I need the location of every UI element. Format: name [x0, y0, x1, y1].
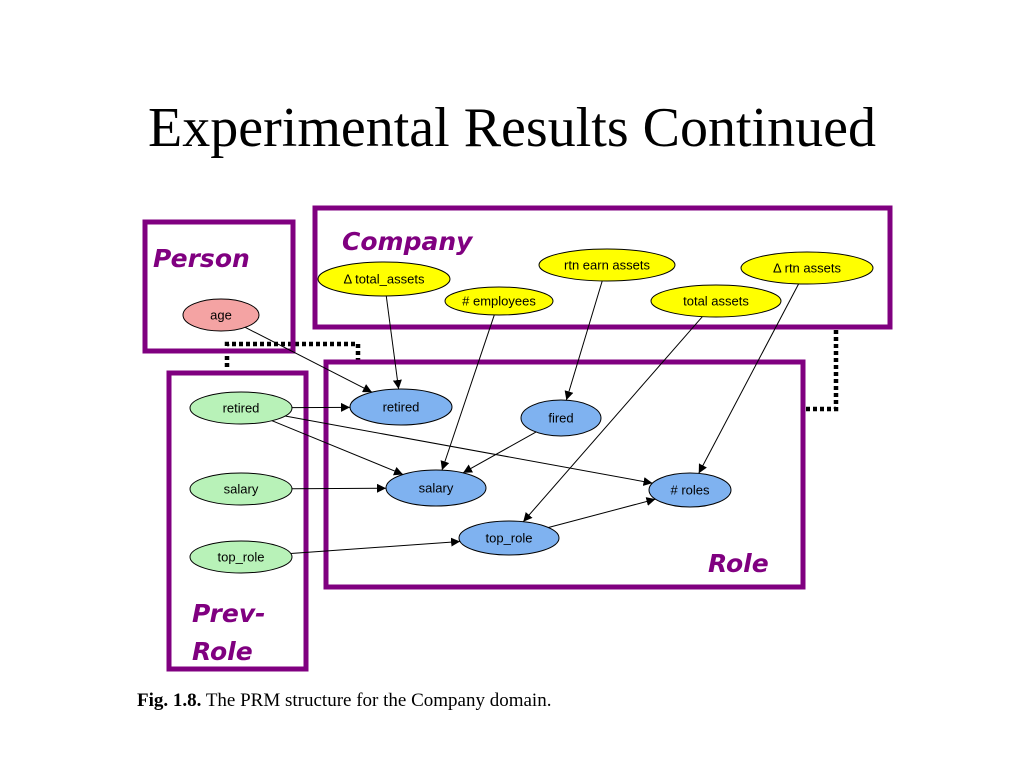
- node-ellipse: [385, 469, 487, 507]
- node-label: Δ total_assets: [344, 272, 425, 287]
- node-label: # roles: [670, 483, 710, 498]
- node-label: rtn earn assets: [564, 258, 650, 273]
- slide-title: Experimental Results Continued: [148, 97, 876, 159]
- node-c-rtn-earn: rtn earn assets: [538, 248, 676, 282]
- node-label: retired: [383, 400, 420, 415]
- node-c-total-assets: total assets: [650, 284, 782, 318]
- role-group-label: Role: [708, 549, 769, 578]
- edge-p-age-to-r-retired: [244, 326, 373, 393]
- node-p-age: age: [182, 298, 260, 332]
- node-pr-salary: salary: [189, 472, 293, 506]
- edge-pr-retired-to-r-roles: [284, 415, 653, 486]
- node-label: top_role: [486, 531, 533, 546]
- node-ellipse: [444, 286, 554, 316]
- person-group-box: [142, 219, 296, 354]
- caption-label: Fig. 1.8.: [137, 690, 202, 711]
- node-label: age: [210, 308, 232, 323]
- node-c-employees: # employees: [444, 286, 554, 316]
- edge-c-rtn-earn-to-r-fired: [564, 280, 603, 401]
- edge-pr-retired-to-r-salary: [271, 420, 404, 476]
- company-role-link: [805, 330, 839, 412]
- node-r-roles: # roles: [648, 472, 732, 508]
- person-group-label: Person: [153, 244, 250, 273]
- node-label: fired: [548, 411, 573, 426]
- node-label: salary: [419, 481, 454, 496]
- edges-layer: [244, 280, 800, 554]
- prev-role-group-box: [166, 370, 309, 672]
- prev-role-group-label: Prev- Role: [192, 599, 274, 666]
- node-ellipse: [317, 261, 451, 297]
- node-c-total-assets-delta: Δ total_assets: [317, 261, 451, 297]
- role-group-box: [323, 359, 806, 590]
- node-pr-top-role: top_role: [189, 540, 293, 574]
- node-label: top_role: [218, 550, 265, 565]
- figure-caption: Fig. 1.8. The PRM structure for the Comp…: [137, 690, 551, 712]
- nodes-layer: Δ total_assets # employees rtn earn assets…: [182, 248, 874, 574]
- edge-r-fired-to-r-salary: [462, 431, 537, 474]
- node-label: # employees: [462, 294, 536, 309]
- edge-c-total-assets-delta-to-r-retired: [385, 295, 402, 390]
- node-r-top-role: top_role: [458, 520, 560, 556]
- node-label: total assets: [683, 294, 749, 309]
- edge-r-top-role-to-r-roles: [548, 497, 656, 529]
- node-c-rtn-assets-delta: Δ rtn assets: [740, 251, 874, 285]
- node-label: salary: [224, 482, 259, 497]
- node-ellipse: [740, 251, 874, 285]
- person-role-link: [224, 341, 361, 367]
- company-group-box: [312, 205, 893, 330]
- edge-c-total-assets-to-r-top-role: [522, 316, 703, 523]
- node-ellipse: [349, 388, 453, 426]
- edge-pr-top-role-to-r-top-role: [290, 537, 461, 554]
- node-ellipse: [182, 298, 260, 332]
- node-r-retired: retired: [349, 388, 453, 426]
- node-ellipse: [189, 540, 293, 574]
- node-label: retired: [223, 401, 260, 416]
- node-label: Δ rtn assets: [773, 261, 841, 276]
- node-ellipse: [538, 248, 676, 282]
- company-group-label: Company: [342, 227, 474, 256]
- edge-c-employees-to-r-salary: [440, 314, 495, 471]
- node-ellipse: [650, 284, 782, 318]
- node-ellipse: [648, 472, 732, 508]
- node-ellipse: [458, 520, 560, 556]
- edge-c-rtn-assets-delta-to-r-roles: [698, 283, 800, 474]
- node-ellipse: [189, 472, 293, 506]
- node-pr-retired: retired: [189, 391, 293, 425]
- node-ellipse: [520, 399, 602, 437]
- caption-text: The PRM structure for the Company domain…: [205, 690, 552, 711]
- node-ellipse: [189, 391, 293, 425]
- node-r-fired: fired: [520, 399, 602, 437]
- node-r-salary: salary: [385, 469, 487, 507]
